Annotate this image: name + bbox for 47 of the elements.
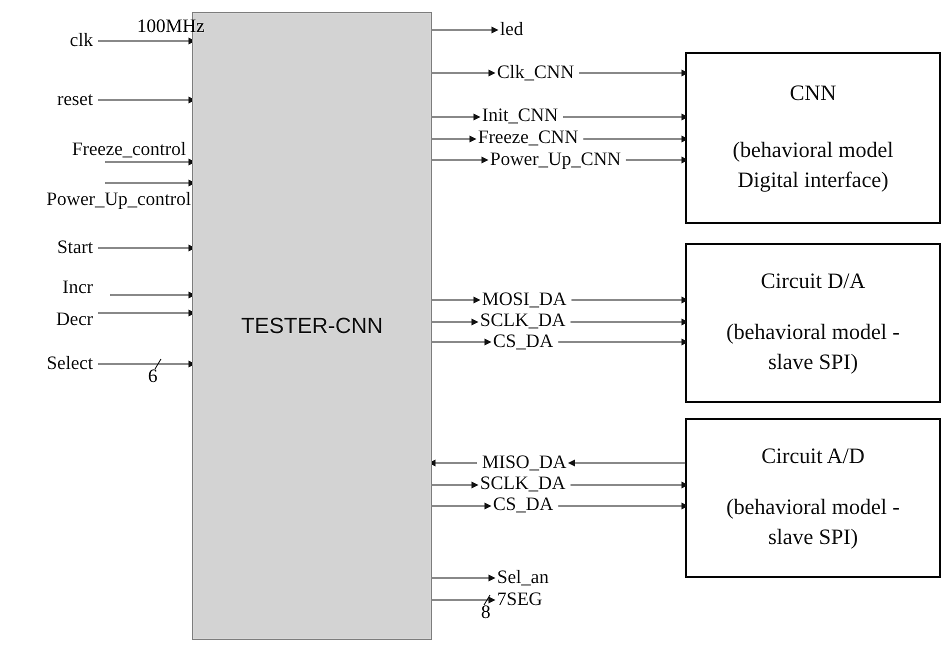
block-title: Circuit A/D [761,442,865,470]
signal-name: Clk_CNN [497,63,574,83]
block-title: CNN [790,78,836,107]
signal-name: Sel_an [497,568,549,588]
signal-arrow [432,114,480,120]
signal-arrow [432,502,492,510]
bus-width-label: 6 [148,367,158,387]
block-description: (behavioral model - slave SPI) [725,492,901,551]
signal-name: Select [46,354,93,374]
signal-name: MISO_DA [482,453,566,473]
signal-name: led [500,20,524,40]
signal-arrow [432,26,498,34]
signal-name: SCLK_DA [480,474,566,494]
signal-name: Freeze_control [72,140,186,160]
signal-name: Decr [56,310,93,330]
signal-name: Init_CNN [482,106,558,126]
signal-name: Power_Up_control [46,190,191,210]
signal-arrow [432,482,478,488]
model-block [685,243,941,403]
signal-name: Incr [62,278,93,298]
signal-arrow [432,318,478,326]
signal-name: Start [57,238,93,258]
model-block [685,418,941,578]
signal-arrow [432,296,480,304]
signal-name: CS_DA [493,495,554,515]
signal-arrow [432,156,488,164]
signal-name: Power_Up_CNN [490,150,621,170]
signal-name: Freeze_CNN [478,128,578,148]
signal-arrow [432,574,496,582]
block-title: Circuit D/A [760,266,866,295]
bus-width-label: 8 [481,603,490,623]
signal-name: reset [57,90,93,110]
block-description: (behavioral model Digital interface) [732,136,894,194]
signal-arrow [568,460,686,466]
signal-arrow [432,136,476,142]
signal-arrow [432,596,496,604]
signal-arrow [432,70,496,76]
model-block [685,52,941,224]
signal-name: CS_DA [493,332,554,352]
signal-name: SCLK_DA [480,311,566,331]
block-title: TESTER-CNN [241,312,383,340]
signal-name: 7SEG [497,590,542,610]
block-description: (behavioral model - slave SPI) [725,318,901,376]
signal-name: clk [70,31,93,51]
signal-arrow [432,338,492,346]
signal-name: MOSI_DA [482,290,566,310]
edge-label: 100MHz [137,17,205,37]
